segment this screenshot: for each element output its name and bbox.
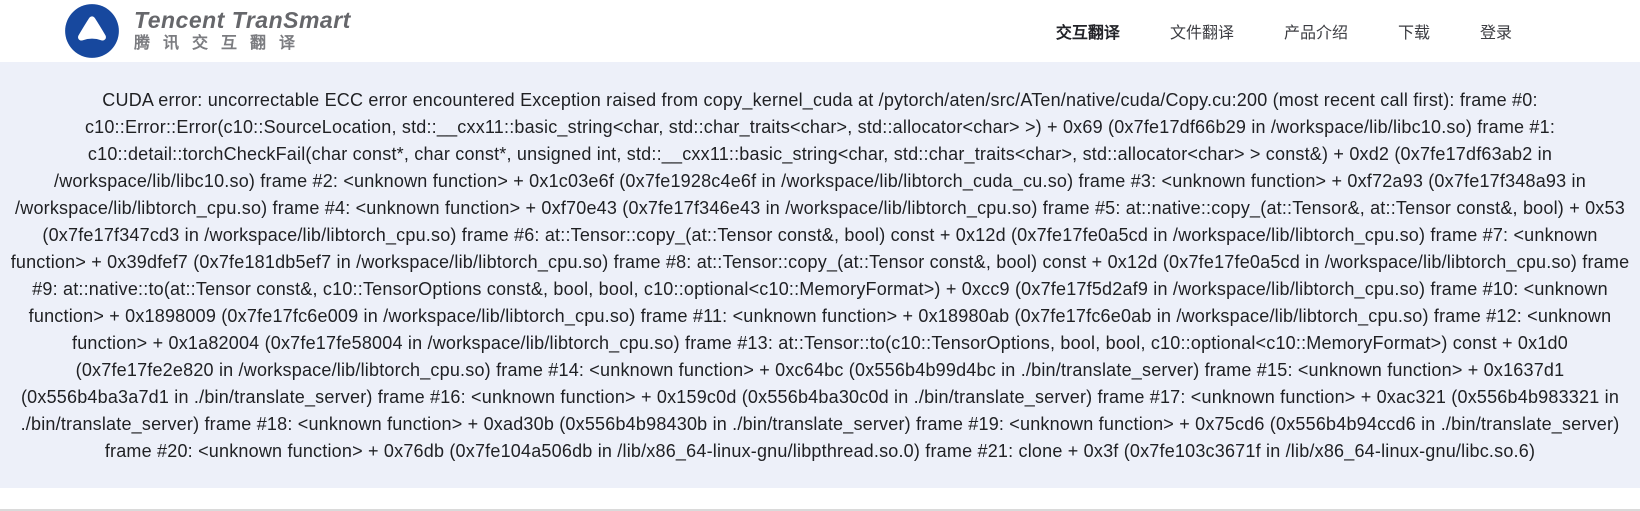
logo[interactable]: Tencent TranSmart 腾讯交互翻译 [64, 3, 351, 59]
nav-item-product-intro[interactable]: 产品介绍 [1283, 25, 1348, 42]
logo-icon [64, 3, 120, 59]
logo-title: Tencent TranSmart [134, 6, 351, 33]
error-panel: CUDA error: uncorrectable ECC error enco… [0, 62, 1640, 488]
error-text: CUDA error: uncorrectable ECC error enco… [10, 90, 1630, 461]
nav-item-login[interactable]: 登录 [1479, 25, 1512, 42]
logo-subtitle: 腾讯交互翻译 [134, 35, 309, 53]
nav-item-interactive-translation[interactable]: 交互翻译 [1055, 25, 1120, 42]
header: Tencent TranSmart 腾讯交互翻译 交互翻译 文件翻译 产品介绍 … [0, 0, 1640, 62]
nav-item-file-translation[interactable]: 文件翻译 [1169, 25, 1234, 42]
nav: 交互翻译 文件翻译 产品介绍 下载 登录 [1056, 19, 1512, 43]
logo-text: Tencent TranSmart 腾讯交互翻译 [134, 7, 351, 56]
footer-strip [0, 488, 1640, 511]
nav-item-download[interactable]: 下载 [1397, 25, 1430, 42]
